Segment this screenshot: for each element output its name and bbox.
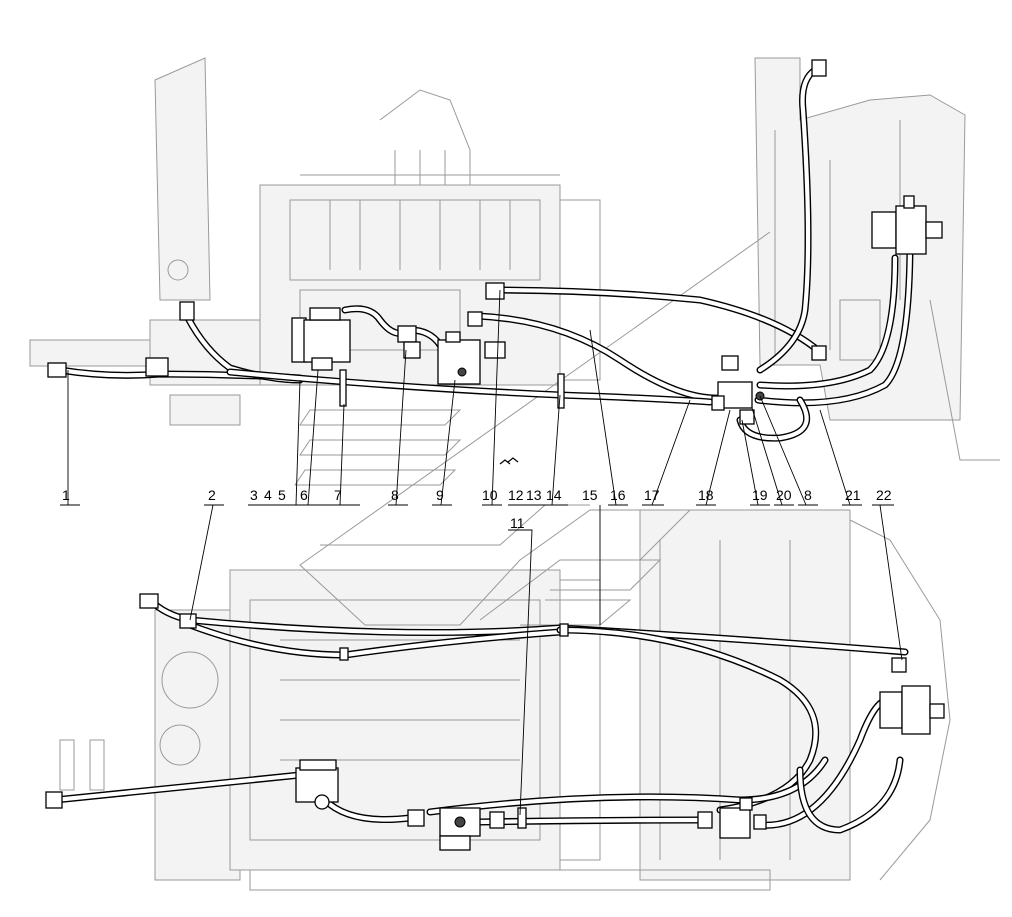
callout-5: 5 (278, 487, 286, 503)
callout-19: 19 (752, 487, 768, 503)
callout-8: 8 (391, 487, 399, 503)
callout-8b: 8 (804, 487, 812, 503)
callout-17: 17 (644, 487, 660, 503)
arrow-marks (499, 457, 519, 465)
callout-14: 14 (546, 487, 562, 503)
steering-unit-top (871, 195, 943, 255)
gear-pump-top (291, 307, 351, 371)
callout-2: 2 (208, 487, 216, 503)
distributor-block-top (711, 355, 765, 425)
callout-12: 12 (508, 487, 524, 503)
callout-16: 16 (610, 487, 626, 503)
callout-7: 7 (334, 487, 342, 503)
valve-block-bottom (407, 807, 527, 851)
callout-6: 6 (300, 487, 308, 503)
engine-outline-bottom (59, 509, 951, 891)
callout-4: 4 (264, 487, 272, 503)
callout-15: 15 (582, 487, 598, 503)
callout-9: 9 (436, 487, 444, 503)
fitting-2 (139, 593, 159, 609)
components-bottom (45, 593, 945, 851)
callout-20: 20 (776, 487, 792, 503)
callout-18: 18 (698, 487, 714, 503)
callout-1: 1 (62, 487, 70, 503)
distributor-block-bottom (697, 797, 767, 839)
steering-unit-bottom (879, 657, 945, 735)
fitting-1 (47, 362, 67, 378)
callout-11: 11 (510, 515, 525, 531)
callout-13: 13 (526, 487, 542, 503)
callout-3: 3 (250, 487, 258, 503)
hoses-top (56, 66, 914, 442)
gear-pump-bottom (295, 759, 339, 810)
callout-22: 22 (876, 487, 892, 503)
valve-block-top (397, 311, 506, 385)
leader-lines (60, 289, 903, 816)
callout-21: 21 (845, 487, 861, 503)
callout-10: 10 (482, 487, 498, 503)
components-top (47, 59, 943, 425)
callout-labels-mid: 2 22 11 (208, 487, 892, 531)
callout-labels-top: 1 3 4 5 6 7 8 9 10 12 13 14 15 16 17 18 … (62, 487, 861, 503)
